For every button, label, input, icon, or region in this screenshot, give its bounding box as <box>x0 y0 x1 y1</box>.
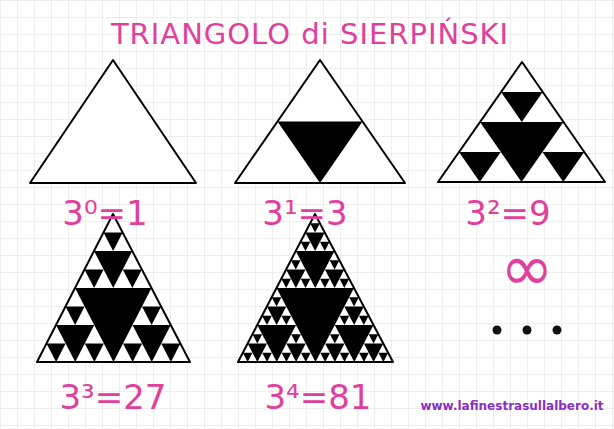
removed-triangle <box>340 353 350 362</box>
triangle-fill <box>238 214 393 362</box>
watermark: www.lafinestrasullalbero.it <box>420 400 603 412</box>
sierpinski-triangles <box>30 60 605 362</box>
removed-triangle <box>359 353 369 362</box>
removed-triangle <box>47 344 66 363</box>
removed-triangle <box>243 353 253 362</box>
triangle-fill <box>438 62 605 182</box>
triangle-outline <box>238 214 393 362</box>
removed-triangle <box>282 353 292 362</box>
removed-triangle <box>291 334 301 343</box>
power-label: 3¹=3 <box>262 196 347 230</box>
removed-triangle <box>349 297 359 306</box>
removed-triangle <box>378 353 388 362</box>
removed-triangle <box>301 242 311 251</box>
removed-triangle <box>301 353 311 362</box>
removed-triangle <box>262 353 272 362</box>
dot <box>493 326 502 335</box>
triangle-outline <box>235 60 405 183</box>
removed-triangle <box>281 316 291 325</box>
triangle-outline <box>30 60 196 183</box>
removed-triangle <box>161 344 180 363</box>
power-label: 3⁴=81 <box>264 380 371 414</box>
removed-triangle <box>262 316 272 325</box>
removed-triangle <box>291 260 301 269</box>
removed-triangle <box>501 92 543 122</box>
removed-triangle <box>278 122 363 184</box>
triangle-fill <box>37 214 190 362</box>
triangle-fill <box>235 60 405 183</box>
removed-triangle <box>123 344 142 363</box>
removed-triangle <box>281 279 291 288</box>
removed-triangle <box>330 260 340 269</box>
removed-triangle <box>320 279 330 288</box>
removed-triangle <box>339 279 349 288</box>
removed-triangle <box>142 307 161 326</box>
removed-triangle <box>369 334 379 343</box>
power-label: 3⁰=1 <box>62 196 147 230</box>
removed-triangle <box>123 270 142 289</box>
removed-triangle <box>66 307 85 326</box>
infinity-symbol: ∞ <box>500 236 553 300</box>
removed-triangle <box>85 270 104 289</box>
triangle-outline <box>438 62 605 182</box>
power-label: 3³=27 <box>59 380 166 414</box>
removed-triangle <box>104 233 123 252</box>
removed-triangle <box>320 353 330 362</box>
power-label: 3²=9 <box>465 196 550 230</box>
removed-triangle <box>252 334 262 343</box>
triangle-outline <box>37 214 190 362</box>
removed-triangle <box>459 152 501 182</box>
removed-triangle <box>301 279 311 288</box>
removed-triangle <box>543 152 585 182</box>
title: TRIANGOLO di SIERPIŃSKI <box>111 20 509 49</box>
removed-triangle <box>272 297 282 306</box>
removed-triangle <box>85 344 104 363</box>
triangle-fill <box>30 60 196 183</box>
removed-triangle <box>340 316 350 325</box>
removed-triangle <box>320 242 330 251</box>
dot <box>523 326 532 335</box>
removed-triangle <box>330 334 340 343</box>
dot <box>553 326 562 335</box>
removed-triangle <box>359 316 369 325</box>
